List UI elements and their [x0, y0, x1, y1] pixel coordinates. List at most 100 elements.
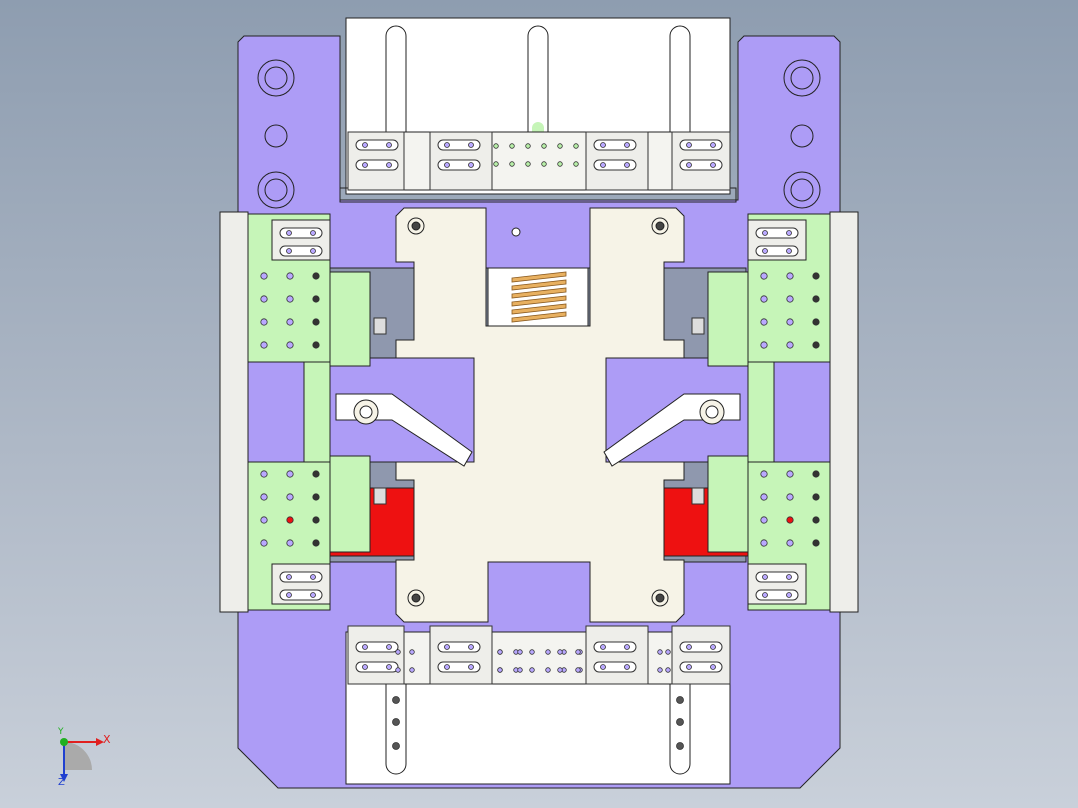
hole — [624, 664, 630, 670]
spring-coil — [511, 295, 567, 307]
hole — [497, 649, 503, 655]
hole — [812, 493, 820, 501]
hole — [710, 664, 716, 670]
hole — [686, 162, 692, 168]
hole — [786, 295, 794, 303]
slide-block-top-left-ext[interactable] — [329, 271, 371, 367]
hole — [286, 230, 292, 236]
slide-block-bottom-right-ext[interactable] — [707, 455, 749, 553]
bottom-clamp-1[interactable] — [347, 625, 405, 685]
mount-hole-tl-2 — [264, 124, 288, 148]
clamp-slot — [679, 661, 723, 673]
hole — [286, 295, 294, 303]
axis-z-label: Z — [58, 777, 65, 788]
hole — [786, 516, 794, 524]
slide-block-bottom-left-ext[interactable] — [329, 455, 371, 553]
clamp-slot — [437, 641, 481, 653]
bottom-clamp-2[interactable] — [429, 625, 493, 685]
slide-block-top-right-ext[interactable] — [707, 271, 749, 367]
clamp-slot — [279, 571, 323, 583]
hole — [686, 664, 692, 670]
hole — [665, 667, 671, 673]
hole — [676, 742, 684, 750]
mount-hole-tr-3 — [783, 171, 821, 209]
hole — [665, 649, 671, 655]
hole — [312, 318, 320, 326]
hole — [286, 539, 294, 547]
hole — [260, 516, 268, 524]
hole — [676, 696, 684, 704]
hole — [392, 696, 400, 704]
clamp-slot — [279, 227, 323, 239]
hole — [760, 539, 768, 547]
hole — [762, 592, 768, 598]
clamp-slot — [437, 139, 481, 151]
hole — [260, 341, 268, 349]
hole — [362, 142, 368, 148]
base-mount-holes — [257, 59, 821, 209]
clamp-slot — [437, 661, 481, 673]
clamp-slot — [593, 159, 637, 171]
bottom-clamp-3[interactable] — [585, 625, 649, 685]
hole — [760, 516, 768, 524]
clamp-slot — [593, 139, 637, 151]
triad-y-axis — [60, 738, 68, 746]
clamp-slot — [355, 159, 399, 171]
mount-hole-tr-2 — [790, 124, 814, 148]
hole — [786, 248, 792, 254]
bottom-clamp-4[interactable] — [671, 625, 731, 685]
hole — [312, 470, 320, 478]
clamp-slot — [593, 641, 637, 653]
hole — [260, 493, 268, 501]
hole — [395, 649, 401, 655]
hole — [600, 664, 606, 670]
hole — [286, 470, 294, 478]
hole — [362, 664, 368, 670]
hole — [509, 161, 515, 167]
cam-plate[interactable] — [395, 207, 685, 623]
clamp-slot — [355, 641, 399, 653]
hole — [760, 272, 768, 280]
hole — [392, 718, 400, 726]
hole — [676, 718, 684, 726]
hole — [624, 142, 630, 148]
clamp-slot — [755, 589, 799, 601]
hole — [545, 649, 551, 655]
hole — [529, 667, 535, 673]
top-hole-strip — [349, 131, 729, 191]
spring-coil — [511, 311, 567, 323]
hole — [600, 142, 606, 148]
hole — [260, 539, 268, 547]
mount-hole-tr-1 — [783, 59, 821, 97]
hole — [710, 644, 716, 650]
hole — [312, 341, 320, 349]
hole — [786, 592, 792, 598]
hole — [786, 341, 794, 349]
hole — [312, 516, 320, 524]
hole — [573, 143, 579, 149]
hole — [786, 574, 792, 580]
hole — [286, 318, 294, 326]
spring-coil — [511, 271, 567, 283]
hole — [812, 272, 820, 280]
hex-bolt — [373, 487, 387, 505]
axis-x-label: X — [103, 733, 111, 746]
hole — [657, 667, 663, 673]
hole — [525, 143, 531, 149]
hole — [557, 143, 563, 149]
hole — [468, 664, 474, 670]
hole — [557, 161, 563, 167]
mount-hole-tl-1 — [257, 59, 295, 97]
hex-bolt — [691, 487, 705, 505]
axis-triad — [60, 738, 104, 782]
spring-coil — [511, 303, 567, 315]
hole — [812, 318, 820, 326]
hole — [624, 644, 630, 650]
hole — [286, 574, 292, 580]
hole — [312, 493, 320, 501]
hole — [386, 162, 392, 168]
hole — [529, 649, 535, 655]
hole — [600, 162, 606, 168]
